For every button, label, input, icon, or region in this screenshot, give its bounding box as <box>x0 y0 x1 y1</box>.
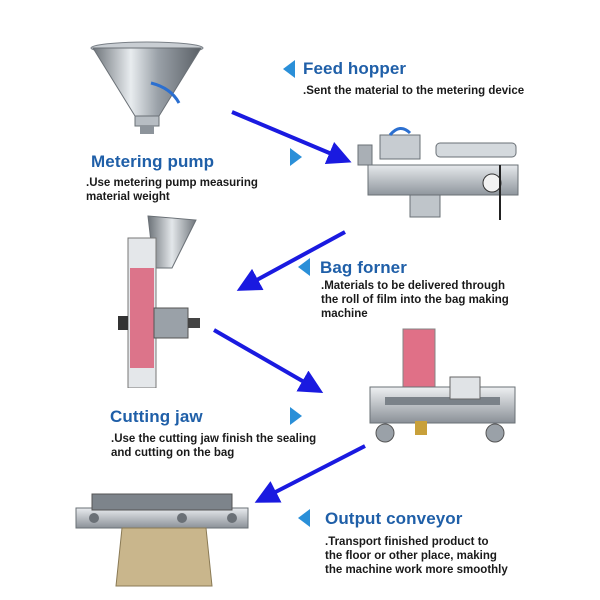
pointer-right-icon <box>290 407 302 425</box>
bag-former-description: .Materials to be delivered through the r… <box>321 279 509 321</box>
cutting-jaw-photo <box>369 328 516 443</box>
output-conveyor-photo <box>75 493 249 587</box>
description-line: .Materials to be delivered through <box>321 280 506 292</box>
description-line: the roll of film into the bag making <box>321 294 509 306</box>
feed-hopper-description: .Sent the material to the metering devic… <box>303 84 524 98</box>
description-line: material weight <box>86 191 170 203</box>
output-conveyor-title: Output conveyor <box>325 509 463 528</box>
feed-hopper-photo <box>90 41 204 134</box>
description-line: .Transport finished product to <box>325 536 489 548</box>
pointer-left-icon <box>298 258 310 276</box>
output-conveyor-description: .Transport finished product to the floor… <box>325 535 508 577</box>
metering-pump-title: Metering pump <box>91 152 215 171</box>
metering-pump-photo <box>357 127 519 220</box>
feed-hopper-title: Feed hopper <box>303 59 407 78</box>
arrow-pump-to-former <box>236 230 346 291</box>
cutting-jaw-title: Cutting jaw <box>110 407 203 426</box>
pointer-left-icon <box>283 60 295 78</box>
pointer-left-icon <box>298 509 310 527</box>
cutting-jaw-description: .Use the cutting jaw finish the sealing … <box>111 432 316 460</box>
arrow-jaw-to-conveyor <box>254 444 366 503</box>
description-line: the machine work more smoothly <box>325 564 508 576</box>
arrow-former-to-jaw <box>213 328 324 393</box>
description-line: and cutting on the bag <box>111 447 235 459</box>
metering-pump-description: .Use metering pump measuring material we… <box>86 176 258 204</box>
bag-former-title: Bag forner <box>320 258 407 277</box>
description-line: the floor or other place, making <box>325 550 497 562</box>
pointer-right-icon <box>290 148 302 166</box>
description-line: .Use the cutting jaw finish the sealing <box>111 433 317 445</box>
bag-former-photo <box>118 215 200 388</box>
description-line: .Use metering pump measuring <box>86 177 258 189</box>
arrow-hopper-to-pump <box>231 110 352 165</box>
description-line: machine <box>321 308 368 320</box>
description-line: .Sent the material to the metering devic… <box>303 85 525 97</box>
